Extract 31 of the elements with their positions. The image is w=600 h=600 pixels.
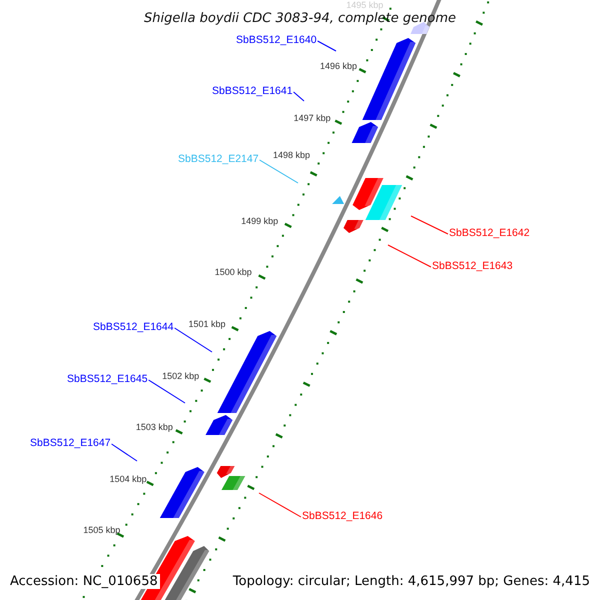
scale-tick-label: 1505 kbp xyxy=(83,525,120,536)
leader-line xyxy=(410,216,448,234)
leader-line xyxy=(388,244,432,268)
gene-label: SbBS512_E2147 xyxy=(178,153,259,165)
gene-label: SbBS512_E1641 xyxy=(212,85,293,97)
gene-label: SbBS512_E1644 xyxy=(93,321,174,333)
gene-label: SbBS512_E1647 xyxy=(30,437,111,449)
leader-line xyxy=(174,328,212,352)
gene-label: SbBS512_E1640 xyxy=(236,34,317,46)
scale-tick-label: 1500 kbp xyxy=(214,267,252,278)
leader-line xyxy=(317,40,336,52)
scale-tick-label: 1499 kbp xyxy=(241,216,278,227)
gene-label: SbBS512_E1645 xyxy=(67,373,148,385)
scale-tick-label: 1501 kbp xyxy=(188,319,226,330)
leader-line xyxy=(148,380,186,404)
leader-line xyxy=(111,444,138,462)
gene-label: SbBS512_E1646 xyxy=(302,510,383,522)
leader-line xyxy=(258,492,302,518)
gene-label: SbBS512_E1643 xyxy=(432,260,513,272)
gene-label: SbBS512_E1642 xyxy=(449,227,530,239)
diagram-title: Shigella boydii CDC 3083-94, complete genome xyxy=(142,11,458,26)
scale-tick-label: 1498 kbp xyxy=(272,150,310,161)
leader-line xyxy=(293,92,304,102)
scale-tick-label: 1497 kbp xyxy=(294,112,331,124)
genome-info-text: Topology: circular; Length: 4,615,997 bp; Genes: 4,415 xyxy=(230,574,592,589)
scale-tick-label: 1504 kbp xyxy=(110,474,147,485)
accession-text: Accession: NC_010658 xyxy=(8,574,160,589)
scale-tick-label: 1496 kbp xyxy=(320,61,357,72)
scale-tick-label: 1503 kbp xyxy=(136,422,173,434)
leader-line xyxy=(259,160,298,184)
scale-tick-label: 1502 kbp xyxy=(162,370,200,382)
